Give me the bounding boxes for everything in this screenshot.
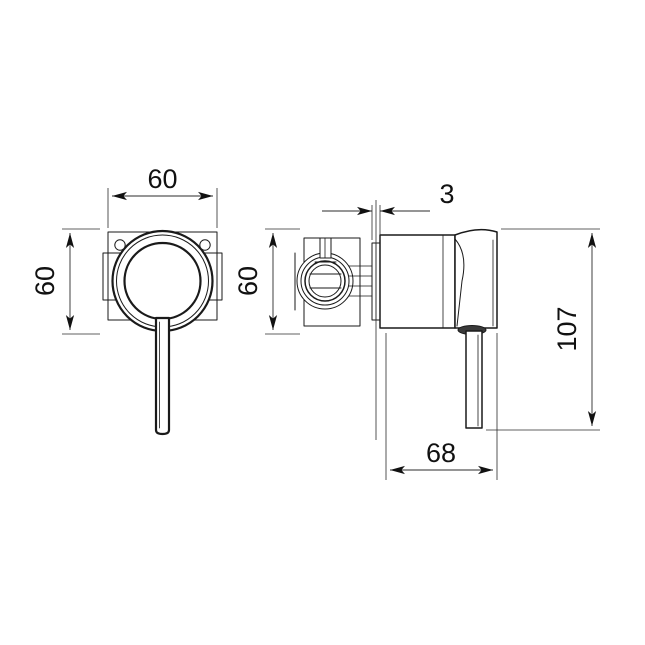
dimension-plate-thickness: 3: [322, 179, 455, 240]
dim-label-overall-height: 107: [552, 306, 582, 351]
dim-label-overall-depth: 68: [426, 438, 456, 468]
mounting-hole-left: [114, 239, 126, 251]
dimension-overall-height: 107: [486, 228, 600, 431]
side-view-group: [294, 228, 498, 429]
side-ribs: [348, 265, 375, 297]
front-mounting-holes: [114, 239, 211, 251]
side-lever-handle: [465, 330, 483, 429]
dimension-side-height: 60: [233, 228, 300, 335]
dim-label-front-height: 60: [30, 266, 60, 296]
dimension-overall-depth: 68: [385, 333, 498, 480]
side-handle-hub: [454, 228, 498, 335]
dim-label-side-height: 60: [233, 266, 263, 296]
dimension-front-width: 60: [107, 164, 218, 228]
side-valve-body: [379, 234, 456, 329]
front-view-group: [102, 229, 223, 436]
front-escutcheon-ring: [111, 229, 214, 333]
dim-label-front-width: 60: [147, 164, 177, 194]
side-inlet-rings: [296, 252, 354, 310]
front-lever-handle: [154, 316, 171, 436]
dim-label-plate-thickness: 3: [439, 179, 454, 209]
dimension-front-height: 60: [30, 228, 100, 335]
mounting-hole-right: [199, 239, 211, 251]
side-top-stem: [314, 237, 337, 263]
